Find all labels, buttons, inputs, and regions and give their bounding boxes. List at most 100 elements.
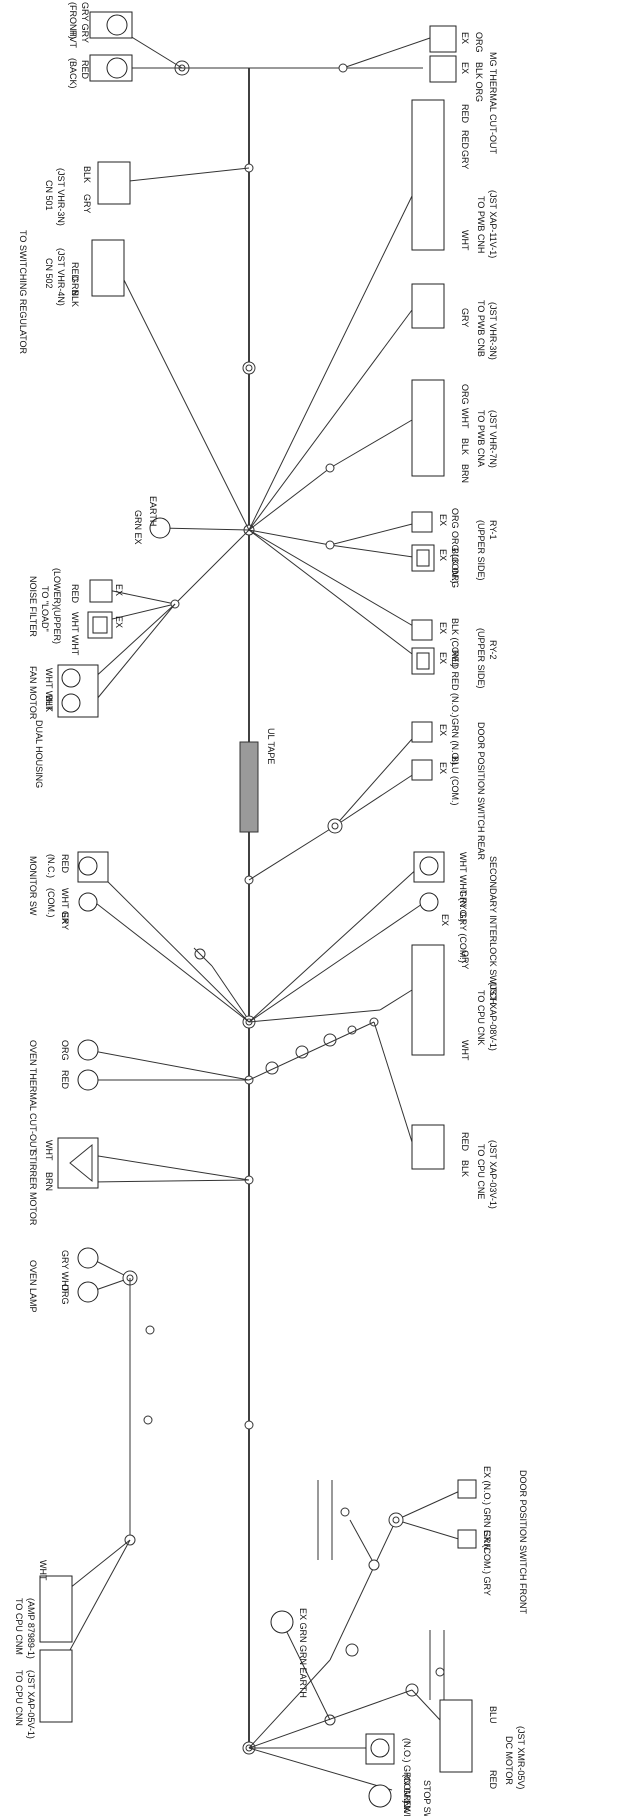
mg-thermal-title: MG THERMAL CUT-OUT (488, 52, 498, 155)
oven-lamp-wire-gry: GRY WHT (60, 1250, 70, 1293)
earth-label: EARTH (148, 496, 158, 526)
ry2-wires-com: BLK (COM.) (450, 618, 460, 667)
cnh-title: TO PWB CNH (476, 196, 486, 253)
cna-wire-blk: BLK (460, 438, 470, 455)
ry2-terminal-bot-inner (416, 652, 430, 670)
door-front-title: DOOR POSITION SWITCH FRONT (518, 1470, 528, 1614)
cnb-connector (411, 283, 445, 329)
earth2-wire (281, 1621, 331, 1721)
door-rear-wire (248, 825, 336, 881)
splice-node (345, 1643, 359, 1657)
oven-thermal-wire-org: ORG (60, 1040, 70, 1061)
cna-title: TO PWB CNA (476, 410, 486, 467)
secondary-title: SECONDARY INTERLOCK SWITCH (488, 856, 498, 1005)
noise-filter-terminal-top (89, 579, 113, 603)
fan-motor-pin-1 (61, 693, 81, 713)
noise-filter-wire (107, 603, 176, 621)
splice-node (368, 1559, 380, 1571)
cne-connector (411, 1124, 445, 1170)
door-rear-title: DOOR POSITION SWITCH REAR (476, 722, 486, 861)
ry2-wire (248, 529, 421, 661)
ry2-ex1: EX (438, 622, 448, 634)
noise-filter-ex1: EX (114, 584, 124, 596)
splice-node (338, 63, 348, 73)
door-front-wire (329, 1519, 397, 1661)
cna-wire (329, 419, 413, 469)
ry1-terminal-top (411, 511, 433, 533)
cn501-sub: (JST VHR-3N) (56, 168, 66, 226)
hvt-back-label: (BACK) (68, 58, 78, 89)
noise-filter-red: RED (70, 584, 80, 604)
ry1-wires2: BLK ORG (450, 548, 460, 588)
cnk-title: TO CPU CNK (476, 990, 486, 1045)
splice-node (143, 1415, 153, 1425)
door-rear-terminal-com (411, 759, 433, 781)
mg-thermal-terminal-bot (429, 55, 457, 83)
cn502-sub: (JST VHR-4N) (56, 248, 66, 306)
cnm-sub: (AMP 87989-1) (26, 1598, 36, 1659)
stop-sw-title: STOP SW (422, 1780, 432, 1816)
ry1-wire (248, 529, 331, 546)
oven-lamp-wire-org: ORG (60, 1284, 70, 1305)
cnn-wire (69, 1539, 131, 1651)
ry1-wire (329, 521, 421, 546)
oven-thermal-terminal-org (77, 1039, 99, 1061)
splice-node (244, 1420, 254, 1430)
monitor-sw-com: (COM.) (46, 888, 56, 918)
cnk-wire (379, 989, 413, 1011)
noise-filter-positions: (LOWER)(UPPER) (52, 568, 62, 644)
oven-thermal-wire (87, 1049, 250, 1081)
noise-filter-wires: WHT WHT (70, 612, 80, 656)
monitor-wire (91, 899, 250, 1023)
stop-sw-ex-terminal (368, 1784, 392, 1808)
cna-wire-wht: WHT (460, 408, 470, 429)
ry1-title: RY-1 (488, 520, 498, 540)
door-front-wire (395, 1519, 463, 1541)
ul-tape-label: UL TAPE (266, 728, 276, 764)
cn502-wire-blk: BLK (70, 290, 80, 307)
cnk-sub: (JST XAP-08V-1) (488, 982, 498, 1051)
cne-wire-red: RED (460, 1132, 470, 1152)
cnh-wire-gry: GRY (460, 150, 470, 169)
ry2-upper: (UPPER SIDE) (476, 628, 486, 689)
monitor-sw-nc-terminal (78, 856, 98, 876)
cnh-wire-red1: RED (460, 104, 470, 124)
cnb-wire (248, 309, 413, 531)
fan-motor-dual: DUAL HOUSING (34, 720, 44, 788)
cne-title: TO CPU CNE (476, 1144, 486, 1199)
secondary-com-terminal (419, 892, 439, 912)
earth-wires: GRN EX (133, 510, 143, 545)
earth-wire (159, 527, 250, 531)
cna-connector (411, 379, 445, 477)
door-rear-com: BLU (COM.) (450, 756, 460, 806)
door-front-wire (248, 1659, 331, 1749)
secondary-wires-no: WHT WHT (N.O.) (458, 852, 468, 922)
stop-sw-no-terminal (370, 1738, 390, 1758)
door-front-lower: EX (COM.) GRY (482, 1530, 492, 1596)
secondary-wire (248, 865, 421, 1023)
cne-wire (373, 1021, 413, 1143)
fan-motor-wire-blk: BLK (44, 695, 54, 712)
dc-motor-wire-red: RED (488, 1770, 498, 1790)
ry1-wire (329, 544, 421, 559)
cna-wire (248, 467, 331, 531)
cnk-wire (248, 1009, 381, 1023)
door-rear-terminal-no (411, 721, 433, 743)
noise-filter-wire (174, 529, 250, 605)
ry1-upper: (UPPER SIDE) (476, 520, 486, 581)
stop-sw-ex: EX (402, 1800, 412, 1812)
earth2-label: EX GRN GRN EARTH (298, 1608, 308, 1698)
fan-motor-wire (91, 603, 176, 681)
cn501-wire-blk: BLK (82, 166, 92, 183)
door-rear-ex1: EX (438, 724, 448, 736)
hvt-back-terminal-ring (106, 57, 128, 79)
clamp-icon (340, 1507, 350, 1517)
noise-filter-to-load: TO "LOAD" (40, 586, 50, 632)
clamp-icon (435, 1667, 445, 1677)
stirrer-title: STIRRER MOTOR (28, 1150, 38, 1226)
cn501-wire (119, 167, 250, 183)
stirrer-motor-body (57, 1137, 99, 1189)
fan-motor-pin-2 (61, 668, 81, 688)
noise-filter-ex2: EX (114, 616, 124, 628)
